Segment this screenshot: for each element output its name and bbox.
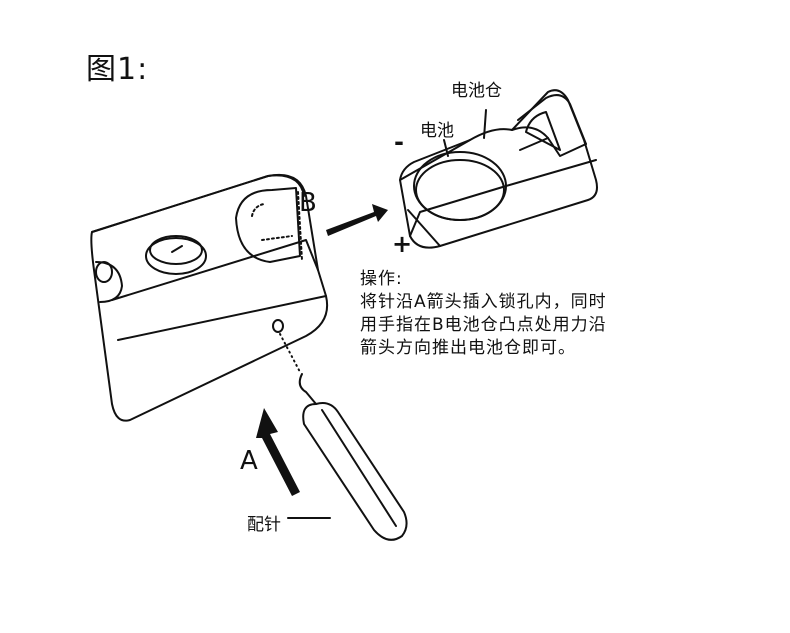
instructions-block: 操作: 将针沿A箭头插入锁孔内，同时 用手指在B电池仓凸点处用力沿 箭头方向推出… — [360, 268, 607, 360]
battery — [414, 152, 506, 220]
device-body — [91, 175, 327, 421]
device-side-knob — [96, 262, 122, 302]
label-arrow-b: B — [299, 188, 317, 218]
label-arrow-a: A — [240, 446, 258, 476]
device-top-knob — [146, 236, 206, 274]
eject-pin — [300, 374, 407, 540]
instructions-line: 箭头方向推出电池仓即可。 — [360, 337, 607, 360]
leader-battery-compartment — [484, 110, 486, 138]
lock-hole — [273, 320, 283, 332]
arrow-b — [326, 204, 388, 236]
label-minus: - — [394, 128, 404, 156]
instructions-heading: 操作: — [360, 268, 607, 291]
label-plus: + — [392, 230, 412, 258]
label-battery-compartment: 电池仓 — [451, 76, 502, 101]
arrow-a — [256, 408, 300, 496]
label-pin: 配针 — [247, 510, 281, 535]
label-battery: 电池 — [420, 116, 454, 141]
instructions-line: 将针沿A箭头插入锁孔内，同时 — [360, 291, 607, 314]
instructions-line: 用手指在B电池仓凸点处用力沿 — [360, 314, 607, 337]
